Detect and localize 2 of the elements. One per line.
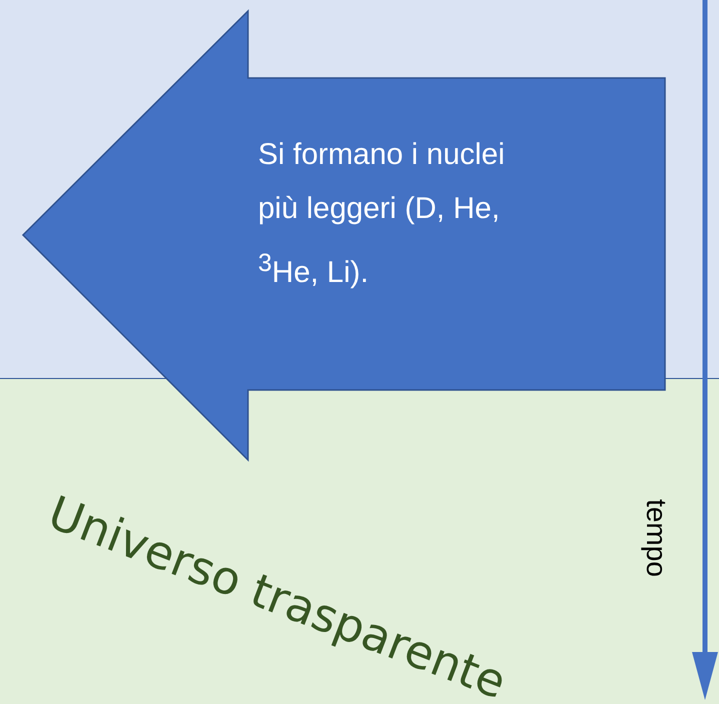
arrow-text: Si formano i nuclei più leggeri (D, He, $^{3}$He, Li). <box>258 137 506 291</box>
axis-label: tempo <box>640 498 673 579</box>
